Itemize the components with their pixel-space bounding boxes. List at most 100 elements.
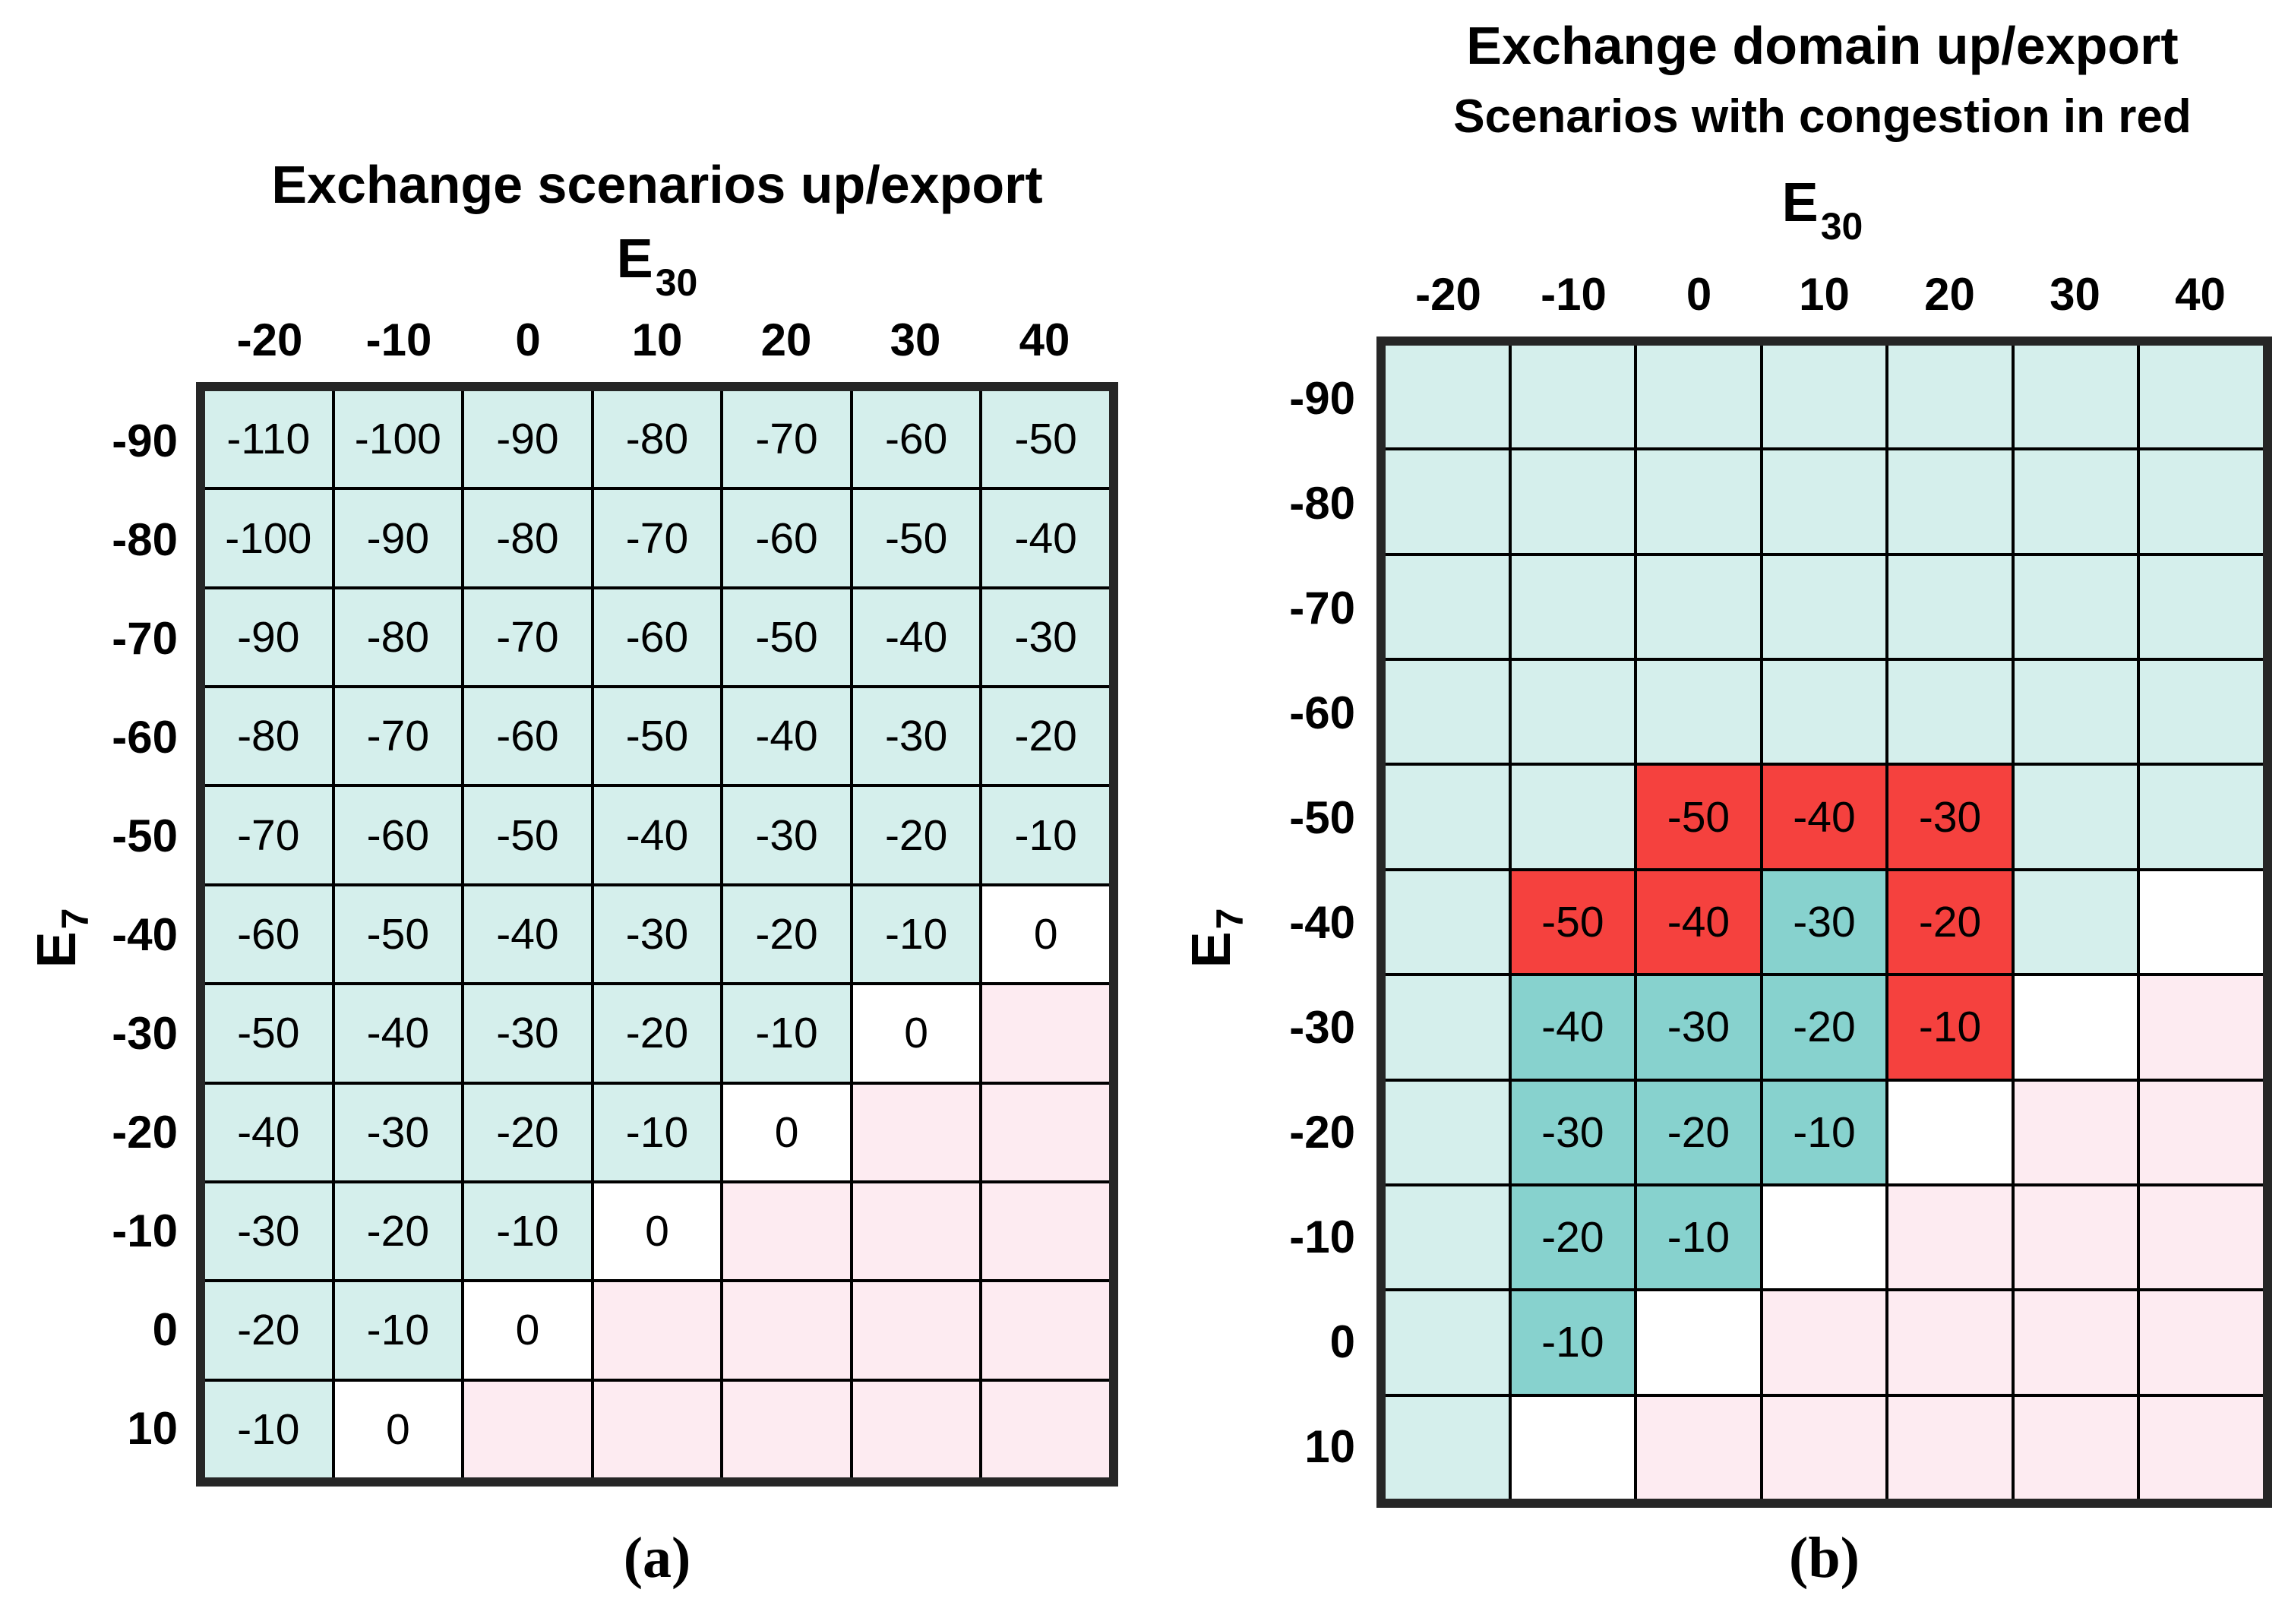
cell--90--10: -100: [334, 391, 462, 488]
cell--90-0: [1637, 346, 1760, 448]
cell--30-10: -20: [1762, 976, 1886, 1079]
cell--30-20: -10: [723, 985, 850, 1082]
cell--50-30: -20: [852, 787, 980, 883]
cell--30--20: [1386, 976, 1509, 1079]
cell--20-20: [1888, 1081, 2012, 1183]
cell--10-0: -10: [1637, 1186, 1760, 1289]
row-header--10: -10: [1289, 1211, 1355, 1262]
row-header--70: -70: [112, 612, 178, 664]
cell--30--10: -40: [334, 985, 462, 1082]
cell--50-30: [2014, 766, 2138, 868]
cell--70-30: -40: [852, 589, 980, 686]
cell-10-30: [2014, 1396, 2138, 1499]
col-header-0: 0: [515, 314, 541, 365]
cell--90-30: -60: [852, 391, 980, 488]
row-header--50: -50: [1289, 791, 1355, 843]
cell-10-0: [464, 1381, 591, 1477]
cell--10-40: [2140, 1186, 2263, 1289]
cell--50--20: [1386, 766, 1509, 868]
cell--40-10: -30: [1762, 870, 1886, 974]
row-header--80: -80: [112, 513, 178, 565]
cell--90-0: -90: [464, 391, 591, 488]
cell--50--20: -70: [205, 787, 332, 883]
cell--60-20: -40: [723, 688, 850, 785]
cell--80--10: [1511, 450, 1635, 553]
cell--30-30: 0: [852, 985, 980, 1082]
cell--10-40: [982, 1183, 1109, 1280]
row-header--90: -90: [1289, 372, 1355, 424]
cell--40-0: -40: [464, 886, 591, 983]
cell--30-20: -10: [1888, 976, 2012, 1079]
cell--60-40: [2140, 661, 2263, 763]
cell-0--20: [1386, 1291, 1509, 1394]
cell--20-30: [852, 1084, 980, 1180]
cell--40-40: 0: [982, 886, 1109, 983]
cell-0--20: -20: [205, 1282, 332, 1379]
row-header--20: -20: [1289, 1106, 1355, 1158]
cell--90--20: -110: [205, 391, 332, 488]
col-header-10: 10: [1799, 269, 1850, 320]
row-header-0: 0: [1329, 1316, 1355, 1367]
cell-10--10: 0: [334, 1381, 462, 1477]
row-header--70: -70: [1289, 582, 1355, 633]
cell--60-40: -20: [982, 688, 1109, 785]
cell--60-0: [1637, 661, 1760, 763]
cell--70-0: -70: [464, 589, 591, 686]
cell-10-10: [1762, 1396, 1886, 1499]
cell-0-40: [982, 1282, 1109, 1379]
cell--30-10: -20: [593, 985, 721, 1082]
cell--50-40: [2140, 766, 2263, 868]
row-header--80: -80: [1289, 477, 1355, 529]
cell--50-10: -40: [593, 787, 721, 883]
row-header--90: -90: [112, 415, 178, 466]
cell--80-30: [2014, 450, 2138, 553]
cell--30-0: -30: [464, 985, 591, 1082]
cell--70--10: -80: [334, 589, 462, 686]
cell--50-0: -50: [1637, 766, 1760, 868]
cell--80-40: -40: [982, 490, 1109, 586]
cell--20-0: -20: [464, 1084, 591, 1180]
row-header--60: -60: [1289, 687, 1355, 738]
cell--10-30: [852, 1183, 980, 1280]
panel-b-xaxis-label: E30: [1360, 172, 2285, 248]
cell-0-10: [593, 1282, 721, 1379]
cell-10--20: -10: [205, 1381, 332, 1477]
cell--80-40: [2140, 450, 2263, 553]
cell--90-40: -50: [982, 391, 1109, 488]
col-header-20: 20: [1924, 269, 1975, 320]
cell--20-40: [982, 1084, 1109, 1180]
cell--50-20: -30: [723, 787, 850, 883]
cell--70-10: -60: [593, 589, 721, 686]
cell-10--10: [1511, 1396, 1635, 1499]
cell--90-30: [2014, 346, 2138, 448]
cell-0-30: [2014, 1291, 2138, 1394]
col-header--10: -10: [365, 314, 432, 365]
row-header--60: -60: [112, 711, 178, 763]
panel-a-xaxis-label-sub: 30: [655, 261, 698, 304]
cell--60-20: [1888, 661, 2012, 763]
panel-a-xaxis-label-base: E: [616, 229, 653, 289]
cell--70--20: [1386, 555, 1509, 659]
cell-10-40: [2140, 1396, 2263, 1499]
cell--50-40: -10: [982, 787, 1109, 883]
cell--50--10: -60: [334, 787, 462, 883]
cell--20--10: -30: [1511, 1081, 1635, 1183]
col-header--20: -20: [236, 314, 303, 365]
cell--40-20: -20: [1888, 870, 2012, 974]
cell--60-10: -50: [593, 688, 721, 785]
cell-0-20: [1888, 1291, 2012, 1394]
cell-0-20: [723, 1282, 850, 1379]
cell-10-0: [1637, 1396, 1760, 1499]
cell--40--20: -60: [205, 886, 332, 983]
panel-a-caption: (a): [623, 1526, 691, 1590]
cell--80--20: [1386, 450, 1509, 553]
cell--90-40: [2140, 346, 2263, 448]
col-header-20: 20: [760, 314, 812, 365]
cell--20--10: -30: [334, 1084, 462, 1180]
panel-a-heatmap: -110-100-90-80-70-60-50-100-90-80-70-60-…: [196, 382, 1118, 1487]
panel-b-subtitle: Scenarios with congestion in red: [1453, 90, 2192, 143]
cell--10-10: 0: [593, 1183, 721, 1280]
cell--70-40: [2140, 555, 2263, 659]
cell--90-10: -80: [593, 391, 721, 488]
